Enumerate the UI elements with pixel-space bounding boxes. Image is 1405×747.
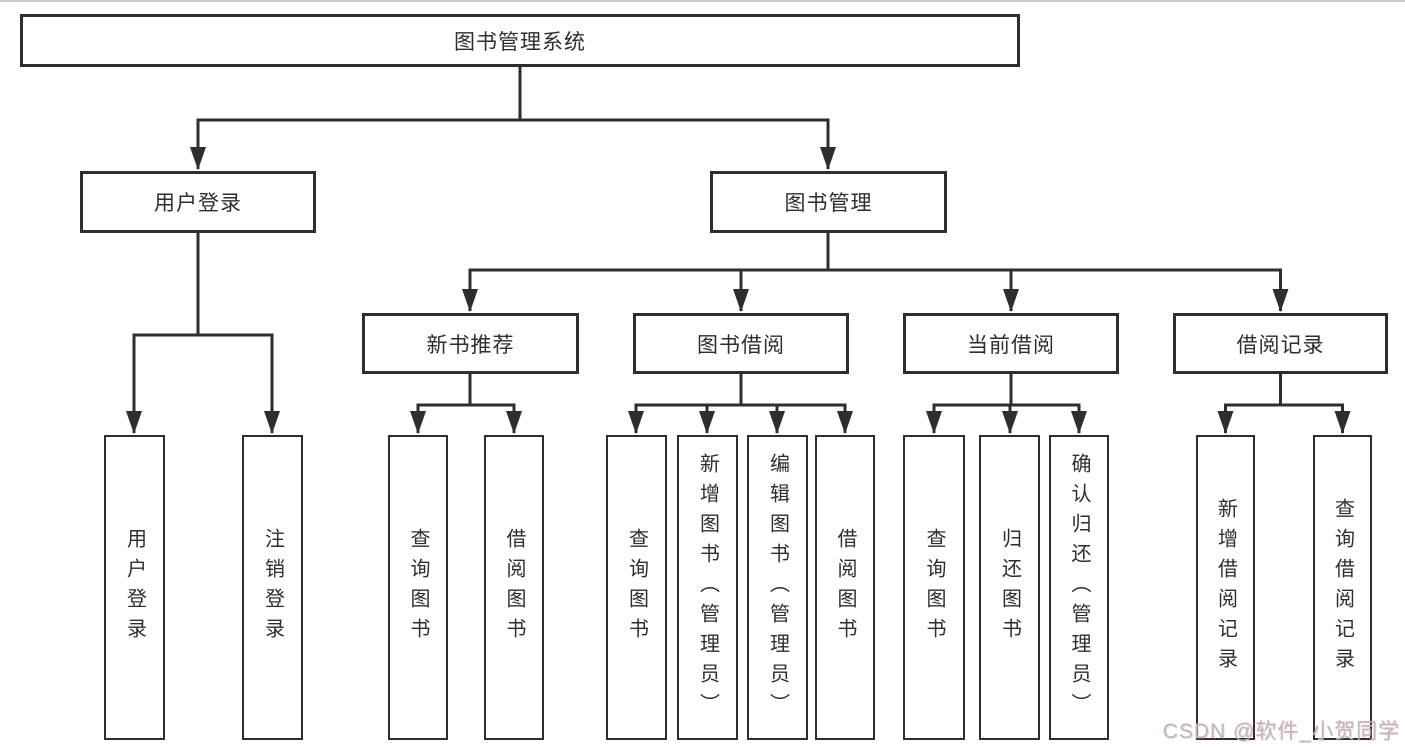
node-user-login: 用户登录 [80,171,316,233]
leaf-user-login: 用户登录 [104,435,165,740]
node-root: 图书管理系统 [20,14,1020,67]
leaf-logout: 注销登录 [242,435,303,740]
leaf-br-query-record: 查询借阅记录 [1313,435,1372,740]
node-borrow-record: 借阅记录 [1173,313,1388,374]
leaf-nbr-query-books: 查询图书 [388,435,448,740]
node-new-book-recommend-label: 新书推荐 [426,333,515,357]
node-current-borrow: 当前借阅 [903,313,1119,374]
leaf-bb-edit-books-admin-label: 编辑图书（管理员） [766,452,789,723]
leaf-cb-return-books-label: 归还图书 [998,527,1021,648]
leaf-user-login-label: 用户登录 [123,527,146,648]
node-borrow-record-label: 借阅记录 [1236,333,1325,357]
leaf-bb-add-books-admin: 新增图书（管理员） [677,435,738,740]
leaf-bb-edit-books-admin: 编辑图书（管理员） [747,435,808,740]
node-root-label: 图书管理系统 [454,30,586,54]
leaf-cb-confirm-return-admin-label: 确认归还（管理员） [1068,452,1090,723]
csdn-watermark: CSDN @软件_小贺同学 [1162,720,1400,743]
node-book-borrow-label: 图书借阅 [697,333,785,357]
leaf-br-query-record-label: 查询借阅记录 [1331,497,1354,678]
leaf-br-add-record-label: 新增借阅记录 [1214,497,1237,678]
leaf-nbr-borrow-books-label: 借阅图书 [503,527,525,648]
node-new-book-recommend: 新书推荐 [362,313,579,374]
leaf-cb-query-books: 查询图书 [903,435,965,740]
node-current-borrow-label: 当前借阅 [967,333,1055,357]
leaf-cb-query-books-label: 查询图书 [923,527,945,648]
leaf-bb-borrow-books: 借阅图书 [815,435,875,740]
leaf-br-add-record: 新增借阅记录 [1196,435,1255,740]
leaf-nbr-borrow-books: 借阅图书 [484,435,544,740]
node-book-borrow: 图书借阅 [633,313,849,374]
leaf-bb-borrow-books-label: 借阅图书 [834,527,856,648]
node-book-management: 图书管理 [710,171,947,233]
leaf-bb-query-books: 查询图书 [606,435,667,740]
node-user-login-label: 用户登录 [154,192,242,215]
node-book-management-label: 图书管理 [784,192,873,215]
leaf-cb-return-books: 归还图书 [979,435,1040,740]
leaf-cb-confirm-return-admin: 确认归还（管理员） [1049,435,1109,740]
leaf-bb-query-books-label: 查询图书 [625,527,648,648]
leaf-nbr-query-books-label: 查询图书 [407,527,429,648]
leaf-logout-label: 注销登录 [261,527,284,648]
leaf-bb-add-books-admin-label: 新增图书（管理员） [696,452,719,723]
top-divider [0,0,1405,2]
